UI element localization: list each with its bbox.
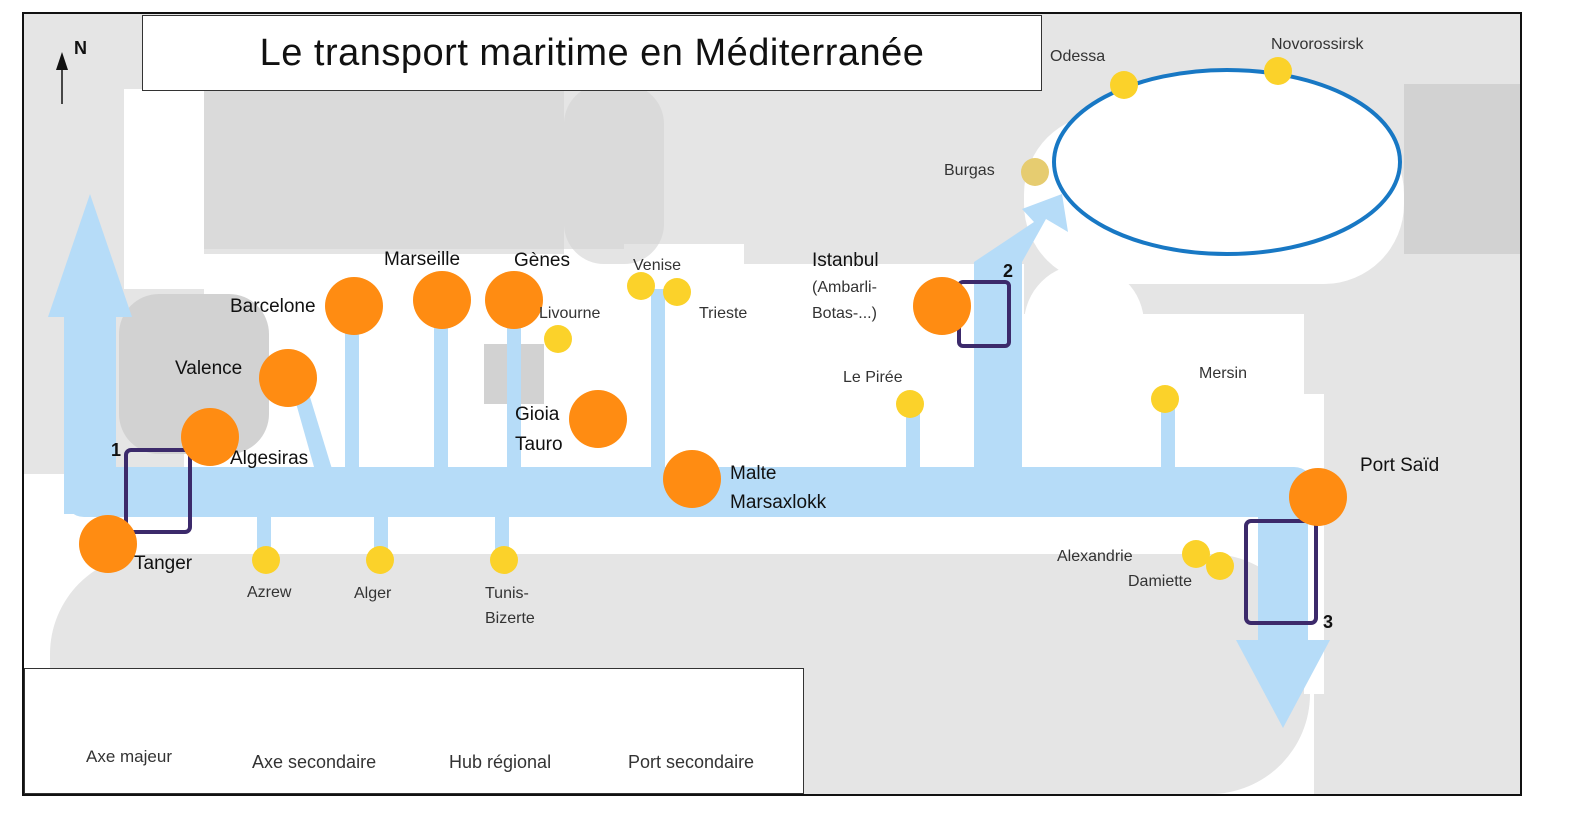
label-trieste: Trieste [699,305,748,322]
north-arrow [56,52,68,104]
secondary-ports [252,57,1292,580]
hub-tanger [79,515,137,573]
port-mersin [1151,385,1179,413]
hub-marseille [413,271,471,329]
secondary-axes [257,289,1175,560]
hub-gioia-tauro [569,390,627,448]
legend-secondary-label: Axe secondaire [252,752,377,772]
label-istanbul-2: (Ambarli- [812,279,877,296]
port-alger [366,546,394,574]
hub-algesiras [181,408,239,466]
label-odessa: Odessa [1050,48,1106,65]
label-malte-1: Malte [730,463,777,484]
label-burgas: Burgas [944,162,995,179]
hub-genes [485,271,543,329]
port-azrew [252,546,280,574]
chokepoint-3 [1244,519,1318,625]
label-algesiras: Algesiras [230,448,309,469]
port-tunis [490,546,518,574]
chokepoint-number-3: 3 [1323,612,1334,632]
label-mersin: Mersin [1199,365,1248,382]
hub-malte [663,450,721,508]
label-venise: Venise [633,257,682,274]
port-burgas [1021,158,1049,186]
label-port-said: Port Saïd [1360,455,1440,476]
port-novorossirsk [1264,57,1292,85]
label-valence: Valence [175,358,243,379]
port-le-piree [896,390,924,418]
hub-istanbul [913,277,971,335]
label-le-piree: Le Pirée [843,369,903,386]
label-barcelone: Barcelone [230,296,316,317]
label-alger: Alger [354,585,392,602]
hub-barcelone [325,277,383,335]
port-livourne [544,325,572,353]
title-box: Le transport maritime en Méditerranée [142,15,1042,91]
label-novorossirsk: Novorossirsk [1271,36,1364,53]
label-gioia-1: Gioia [515,404,560,425]
label-damiette: Damiette [1128,573,1193,590]
port-venise [627,272,655,300]
port-alexandrie [1182,540,1210,568]
chokepoint-number-1: 1 [111,440,122,460]
legend-major-label: Axe majeur [86,747,172,766]
label-tanger: Tanger [134,553,193,574]
label-azrew: Azrew [247,584,292,601]
label-malte-2: Marsaxlokk [730,492,827,513]
port-damiette [1206,552,1234,580]
label-tunis-1: Tunis- [485,585,529,602]
hubs [79,271,1347,573]
legend [24,668,804,794]
map-title: Le transport maritime en Méditerranée [259,31,925,74]
hub-valence [259,349,317,407]
label-istanbul-1: Istanbul [812,250,879,271]
label-genes: Gènes [514,250,570,271]
port-odessa [1110,71,1138,99]
black-sea-loop [1052,68,1402,256]
north-label: N [74,38,87,58]
label-istanbul-3: Botas-...) [812,305,877,322]
port-trieste [663,278,691,306]
land-relief [119,74,1520,454]
chokepoint-number-2: 2 [1003,261,1014,281]
label-alexandrie: Alexandrie [1057,548,1133,565]
chokepoint-1 [124,448,192,534]
legend-hub-label: Hub régional [449,752,552,772]
label-tunis-2: Bizerte [485,610,535,627]
hub-port-said [1289,468,1347,526]
label-marseille: Marseille [384,249,461,270]
legend-port-label: Port secondaire [628,752,755,772]
label-livourne: Livourne [539,305,601,322]
label-gioia-2: Tauro [515,434,563,455]
